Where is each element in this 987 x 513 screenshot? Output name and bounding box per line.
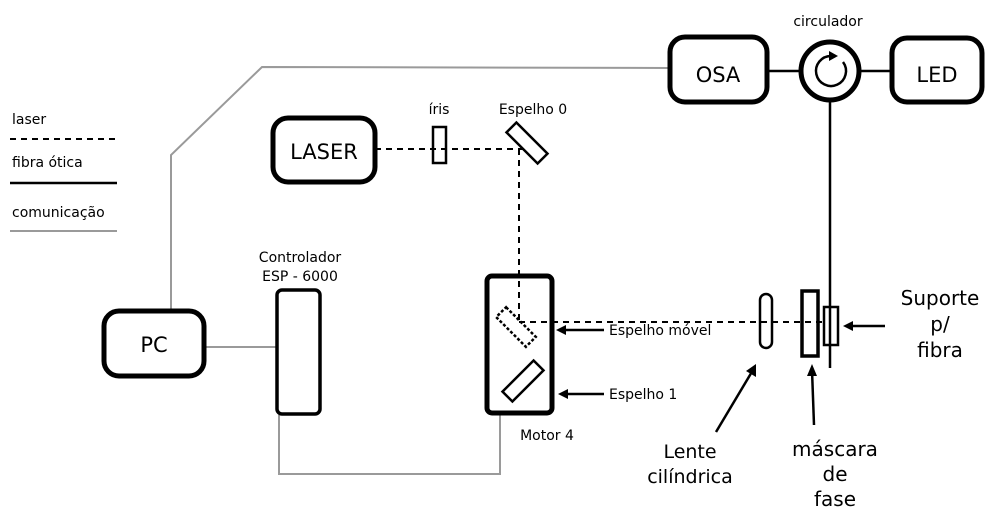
circulator-arrowhead-icon	[829, 51, 838, 61]
movable-mirror-shape	[494, 305, 538, 349]
controller-label-line2: ESP - 6000	[262, 269, 338, 285]
controller-block: Controlador ESP - 6000	[259, 250, 342, 416]
legend: laser fibra ótica comunicação	[10, 112, 117, 232]
led-block: LED	[889, 35, 985, 105]
mask-arrow	[810, 369, 816, 426]
mirror0-shape	[504, 120, 550, 166]
mirror1-label: Espelho 1	[609, 387, 677, 403]
support-label-line3: fibra	[917, 338, 963, 362]
laser-box	[270, 115, 378, 185]
led-box	[889, 35, 985, 105]
support-arrowhead-icon	[843, 321, 853, 331]
lens-arrowhead-icon	[746, 364, 756, 377]
legend-fiber-label: fibra ótica	[12, 155, 83, 171]
lens-arrow	[714, 369, 755, 433]
movable-mirror-label: Espelho móvel	[609, 323, 711, 339]
circulator-label: circulador	[793, 14, 863, 30]
support-label-line2: p/	[930, 312, 950, 336]
iris-shape	[431, 125, 448, 165]
cylindrical-lens-shape	[758, 292, 774, 350]
pc-osa-communication-line	[170, 65, 671, 310]
circulator-block: circulador	[793, 14, 863, 103]
motor-box	[484, 273, 555, 416]
laser-label: LASER	[290, 140, 358, 164]
osa-label: OSA	[696, 63, 741, 87]
mask-label-line3: fase	[814, 487, 856, 511]
fiber-support-shape	[822, 305, 840, 347]
motor-label: Motor 4	[520, 428, 574, 444]
mirror0-block: Espelho 0	[499, 102, 567, 166]
mask-label-line2: de	[823, 462, 848, 486]
pc-block: PC	[101, 308, 207, 379]
laser-block: LASER	[270, 115, 378, 185]
led-label: LED	[916, 63, 957, 87]
mirror1-arrowhead-icon	[558, 389, 568, 399]
iris-block: íris	[429, 102, 450, 165]
osa-block: OSA	[667, 34, 770, 105]
mask-label-line1: máscara	[792, 437, 878, 461]
mirror1-shape	[500, 358, 546, 404]
mirror0-label: Espelho 0	[499, 102, 567, 118]
osa-box	[667, 34, 770, 105]
controller-label-line1: Controlador	[259, 250, 342, 266]
controller-motor-communication-line	[278, 413, 501, 475]
pc-label: PC	[140, 333, 167, 357]
movable-mirror-arrowhead-icon	[556, 325, 566, 335]
legend-comm-label: comunicação	[12, 205, 105, 221]
controller-box	[275, 288, 322, 416]
mask-arrowhead-icon	[807, 364, 817, 376]
iris-label: íris	[429, 102, 450, 118]
legend-laser-label: laser	[12, 112, 46, 128]
circulator-rotation-icon	[814, 54, 848, 88]
motor-block: Motor 4	[484, 273, 574, 444]
pc-box	[101, 308, 207, 379]
support-label-line1: Suporte	[901, 286, 980, 310]
lens-label-line2: cilíndrica	[647, 466, 733, 488]
circulator-ring	[798, 39, 862, 103]
lens-label-line1: Lente	[663, 441, 716, 463]
phase-mask-shape	[800, 289, 820, 358]
